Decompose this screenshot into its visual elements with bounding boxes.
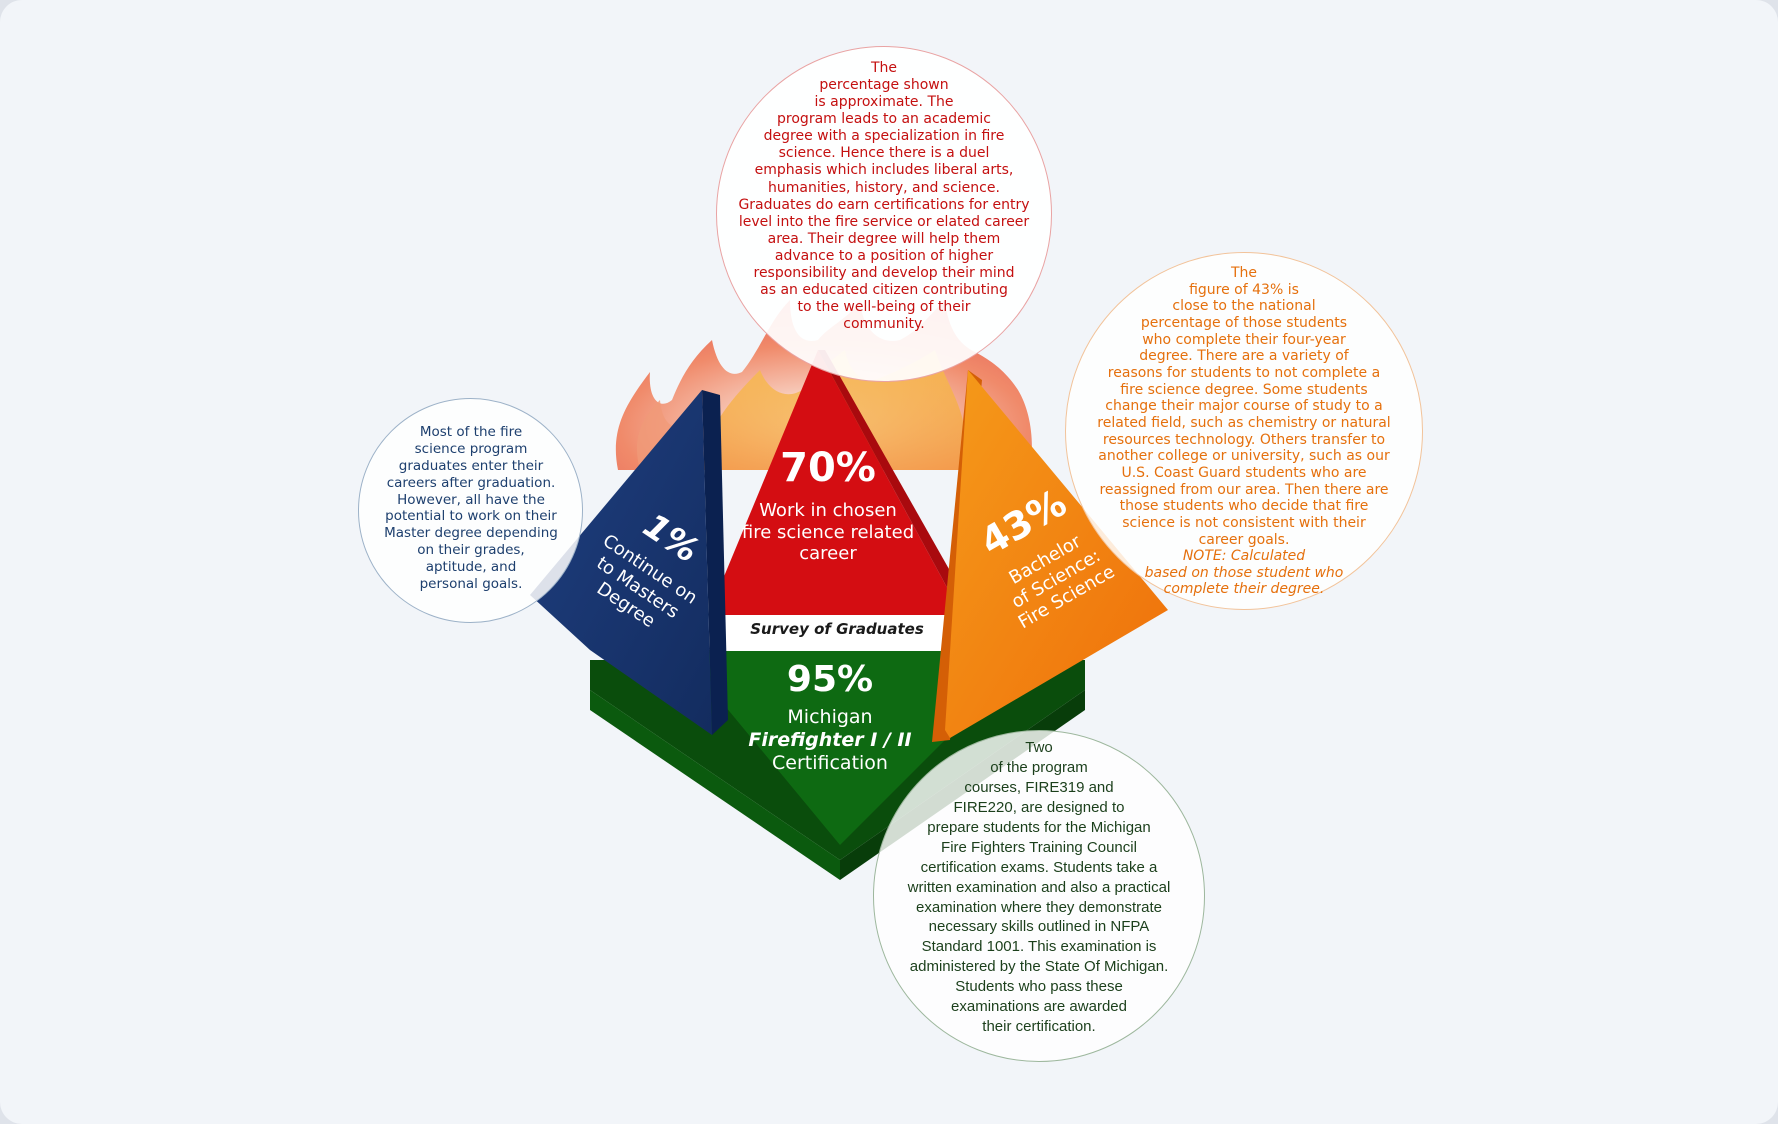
- top-callout-line: science. Hence there is a duel: [778, 145, 990, 162]
- right-callout-line: The: [1230, 265, 1258, 281]
- left-callout-line: However, all have the: [397, 491, 545, 508]
- bottom-callout-line: prepare students for the Michigan: [927, 818, 1151, 836]
- right-callout-bubble: [1065, 252, 1423, 610]
- bottom-callout-line: FIRE220, are designed to: [953, 798, 1125, 816]
- survey-band: [722, 615, 952, 651]
- left-callout-line: graduates enter their: [398, 457, 544, 474]
- bottom-callout-line: written examination and also a practical: [907, 878, 1171, 896]
- top-callout-line: The: [870, 60, 898, 76]
- right-callout-line: fire science degree. Some students: [1120, 381, 1368, 398]
- right-callout-note-line: complete their degree.: [1163, 581, 1325, 598]
- top-label-line: fire science related: [741, 521, 915, 543]
- right-callout-line: figure of 43% is: [1189, 281, 1299, 298]
- bottom-callout-line: necessary skills outlined in NFPA: [928, 918, 1150, 936]
- left-callout-line: on their grades,: [417, 542, 525, 559]
- left-segment-shape: [530, 390, 728, 735]
- bottom-label-line: Firefighter I / II: [748, 728, 912, 751]
- right-callout-line: percentage of those students: [1140, 314, 1348, 331]
- right-callout-line: degree. There are a variety of: [1139, 348, 1349, 365]
- right-callout-line: U.S. Coast Guard students who are: [1121, 464, 1367, 481]
- top-label-line: career: [799, 543, 857, 565]
- bottom-callout-line: administered by the State Of Michigan.: [909, 958, 1169, 976]
- top-callout-line: emphasis which includes liberal arts,: [754, 162, 1014, 179]
- right-callout-line: another college or university, such as o…: [1098, 448, 1390, 465]
- bottom-label: Michigan Firefighter I / II Certificatio…: [730, 706, 930, 774]
- top-label: Work in chosen fire science related care…: [718, 500, 938, 565]
- left-callout-line: aptitude, and: [425, 559, 517, 575]
- top-callout: The percentage shown is approximate. The…: [714, 60, 1054, 333]
- left-callout-line: potential to work on their: [385, 508, 557, 525]
- right-callout-note-line: based on those student who: [1144, 564, 1344, 581]
- bottom-callout-line: examinations are awarded: [951, 998, 1127, 1016]
- right-callout-line: reasons for students to not complete a: [1107, 364, 1381, 381]
- bottom-callout: Two of the program courses, FIRE319 and …: [872, 738, 1206, 1037]
- left-callout-line: careers after graduation.: [386, 474, 556, 491]
- right-callout-line: close to the national: [1172, 298, 1316, 315]
- right-callout: The figure of 43% is close to the nation…: [1064, 265, 1424, 598]
- left-callout-line: science program: [414, 440, 528, 457]
- bottom-callout-line: their certification.: [982, 1018, 1096, 1036]
- bottom-callout-line: examination where they demonstrate: [916, 898, 1162, 916]
- bottom-callout-line: courses, FIRE319 and: [964, 778, 1114, 796]
- right-callout-line: those students who decide that fire: [1119, 498, 1369, 515]
- bottom-segment: 95% Michigan Firefighter I / II Certific…: [730, 662, 930, 774]
- top-segment: 70% Work in chosen fire science related …: [718, 448, 938, 565]
- bottom-percent: 95%: [786, 659, 874, 700]
- right-callout-line: career goals.: [1198, 531, 1290, 548]
- top-callout-line: as an educated citizen contributing: [760, 282, 1008, 299]
- top-callout-line: humanities, history, and science.: [768, 179, 1000, 196]
- top-label-line: Work in chosen: [759, 500, 897, 521]
- top-callout-line: level into the fire service or elated ca…: [738, 213, 1030, 230]
- right-callout-line: resources technology. Others transfer to: [1102, 431, 1386, 448]
- top-callout-line: percentage shown: [819, 77, 949, 94]
- top-callout-line: responsibility and develop their mind: [753, 264, 1015, 281]
- bottom-callout-line: Standard 1001. This examination is: [921, 938, 1157, 956]
- left-callout: Most of the fire science program graduat…: [362, 424, 580, 593]
- top-callout-line: program leads to an academic: [777, 111, 991, 128]
- right-callout-line: change their major course of study to a: [1105, 398, 1383, 415]
- bottom-label-line: Michigan: [787, 706, 873, 728]
- right-callout-line: who complete their four-year: [1142, 331, 1346, 348]
- left-callout-line: Most of the fire: [419, 424, 523, 440]
- right-callout-line: science is not consistent with their: [1122, 514, 1366, 531]
- right-callout-line: reassigned from our area. Then there are: [1099, 481, 1389, 498]
- top-callout-line: to the well-being of their: [797, 299, 971, 316]
- right-callout-line: related field, such as chemistry or natu…: [1097, 414, 1391, 431]
- bottom-callout-bubble: [873, 730, 1205, 1062]
- bottom-label-line: Certification: [772, 751, 888, 774]
- bottom-callout-line: Students who pass these: [955, 978, 1123, 996]
- left-callout-line: Master degree depending: [384, 525, 558, 542]
- right-segment-shape: [932, 370, 1168, 742]
- bottom-callout-line: certification exams. Students take a: [920, 858, 1158, 876]
- top-segment-shape: [708, 350, 975, 615]
- top-callout-line: degree with a specialization in fire: [763, 128, 1005, 145]
- right-callout-note-line: NOTE: Calculated: [1182, 548, 1306, 565]
- left-callout-line: personal goals.: [419, 575, 523, 592]
- top-percent: 70%: [780, 445, 876, 491]
- top-callout-line: area. Their degree will help them: [767, 230, 1001, 247]
- top-callout-line: community.: [843, 316, 925, 333]
- left-callout-bubble: [358, 398, 583, 623]
- top-callout-bubble: [716, 46, 1052, 382]
- bottom-callout-line: of the program: [990, 758, 1088, 776]
- bottom-callout-line: Fire Fighters Training Council: [941, 838, 1137, 856]
- top-callout-line: advance to a position of higher: [774, 247, 994, 264]
- top-callout-line: is approximate. The: [814, 94, 954, 111]
- bottom-callout-line: Two: [1025, 739, 1053, 756]
- survey-label: Survey of Graduates: [750, 620, 924, 638]
- top-callout-line: Graduates do earn certifications for ent…: [738, 196, 1030, 213]
